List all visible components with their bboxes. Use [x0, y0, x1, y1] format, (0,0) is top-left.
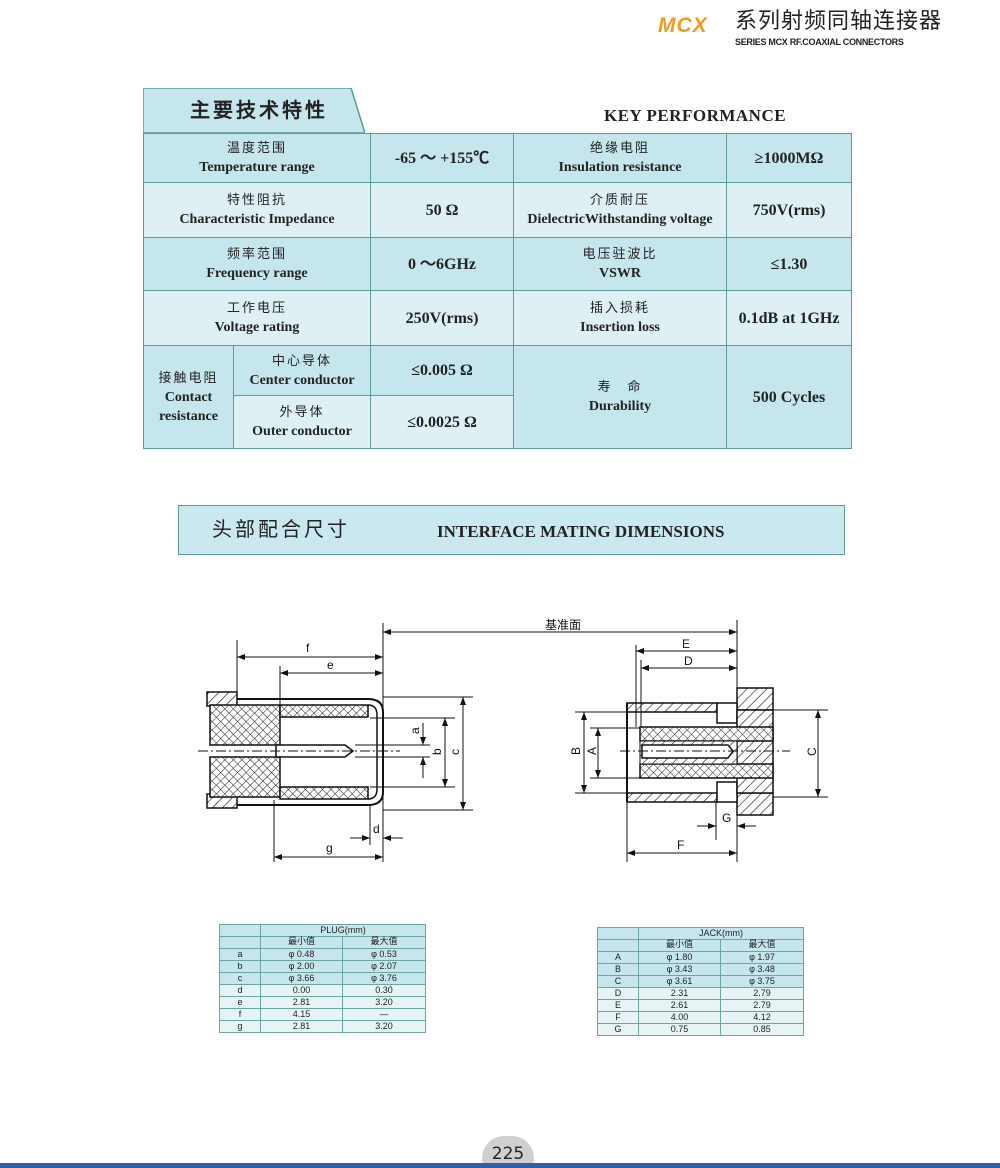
dim-label: B: [569, 747, 583, 755]
table-cell: —: [342, 1008, 426, 1021]
table-cell: 2.61: [638, 999, 721, 1012]
table-cell: φ 0.53: [342, 948, 426, 961]
table-cell: A: [597, 951, 639, 964]
dim-label: F: [677, 838, 684, 852]
table-cell: C: [597, 975, 639, 988]
interface-title-cn: 头部配合尺寸: [212, 517, 350, 541]
table-cell: 4.15: [260, 1008, 343, 1021]
ref-plane-label: 基准面: [545, 618, 581, 632]
table-cell: a: [219, 948, 261, 961]
dim-label: d: [373, 822, 380, 836]
dim-label: G: [722, 811, 731, 825]
table-cell: φ 1.97: [720, 951, 804, 964]
table-cell: φ 0.48: [260, 948, 343, 961]
table-cell: b: [219, 960, 261, 973]
dim-label: b: [430, 748, 444, 755]
table-cell: φ 3.75: [720, 975, 804, 988]
table-cell: φ 3.43: [638, 963, 721, 976]
header-title-en: SERIES MCX RF.COAXIAL CONNECTORS: [735, 37, 904, 47]
table-cell: 4.12: [720, 1011, 804, 1024]
header-title-cn: 系列射频同轴连接器: [735, 9, 943, 34]
brand-logo: MCX: [658, 14, 708, 37]
table-cell: φ 1.80: [638, 951, 721, 964]
jack-drawing: [575, 645, 828, 862]
table-cell: 0.75: [638, 1023, 721, 1036]
interface-section-banner: [178, 505, 845, 555]
table-cell: D: [597, 987, 639, 1000]
table-cell: 0.00: [260, 984, 343, 997]
dim-label: f: [306, 641, 310, 655]
table-cell: 4.00: [638, 1011, 721, 1024]
table-cell: φ 3.66: [260, 972, 343, 985]
interface-drawings: 基准面 f e a b c d g E D B A C G F: [198, 618, 828, 862]
table-cell: F: [597, 1011, 639, 1024]
table-cell: e: [219, 996, 261, 1009]
dim-label: e: [327, 658, 334, 672]
table-cell: φ 3.76: [342, 972, 426, 985]
table-cell: d: [219, 984, 261, 997]
section-tab: [143, 88, 365, 133]
table-cell: 2.31: [638, 987, 721, 1000]
dim-label: a: [408, 727, 422, 734]
plug-drawing: [198, 640, 473, 862]
key-performance-title-en: KEY PERFORMANCE: [604, 106, 787, 125]
dim-label: D: [684, 654, 693, 668]
dim-label: E: [682, 637, 690, 651]
table-cell: φ 2.07: [342, 960, 426, 973]
table-cell: 0.30: [342, 984, 426, 997]
table-cell: g: [219, 1020, 261, 1033]
table-cell: 2.81: [260, 996, 343, 1009]
dim-label: g: [326, 841, 333, 855]
table-cell: c: [219, 972, 261, 985]
table-cell: 2.79: [720, 999, 804, 1012]
page-number: 225: [482, 1136, 534, 1168]
table-cell: φ 2.00: [260, 960, 343, 973]
table-cell: φ 3.48: [720, 963, 804, 976]
table-cell: E: [597, 999, 639, 1012]
dim-label: C: [805, 747, 819, 756]
table-cell: 2.79: [720, 987, 804, 1000]
dim-label: c: [448, 749, 462, 755]
table-cell: 0.85: [720, 1023, 804, 1036]
key-performance-title-cn: 主要技术特性: [190, 98, 328, 122]
table-cell: 3.20: [342, 1020, 426, 1033]
footer-bar: [0, 1163, 1000, 1168]
table-cell: G: [597, 1023, 639, 1036]
table-cell: 3.20: [342, 996, 426, 1009]
dim-label: A: [585, 747, 599, 755]
table-cell: f: [219, 1008, 261, 1021]
table-cell: B: [597, 963, 639, 976]
table-cell: 2.81: [260, 1020, 343, 1033]
table-cell: φ 3.61: [638, 975, 721, 988]
interface-title-en: INTERFACE MATING DIMENSIONS: [437, 522, 725, 541]
